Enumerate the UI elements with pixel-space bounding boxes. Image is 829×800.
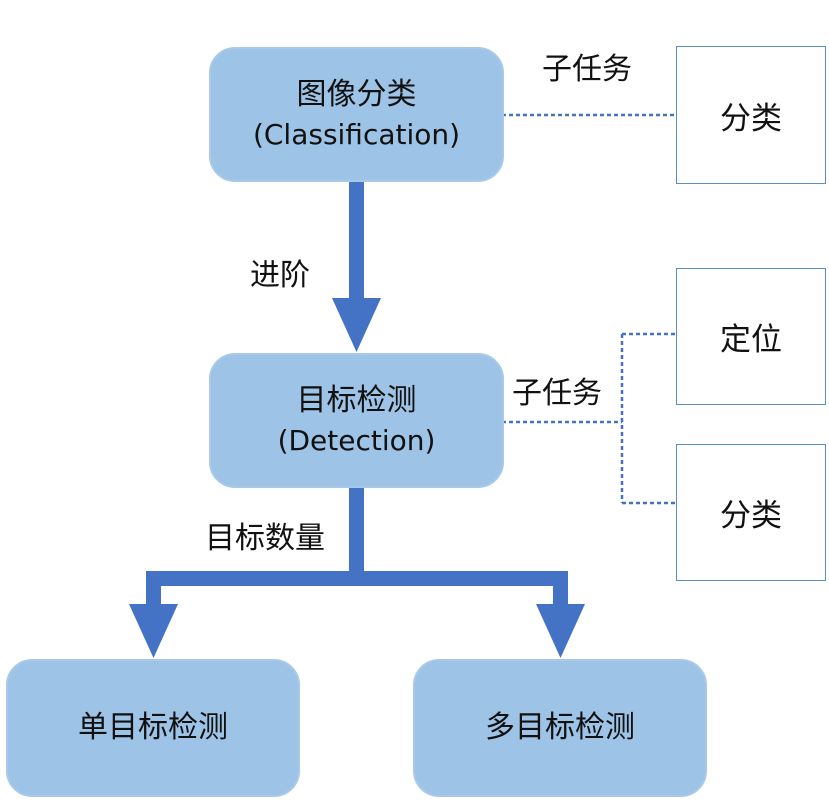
subtask-classify-label: 分类 [720, 100, 782, 137]
subtask-dashed-connectors [502, 113, 676, 505]
multi-object-detection-title: 多目标检测 [485, 709, 635, 745]
subtask-detect-classify-label: 分类 [720, 498, 782, 534]
advance-label: 进阶 [250, 258, 310, 293]
single-object-detection-title: 单目标检测 [78, 709, 228, 745]
subtask-box-detection-classification: 分类 [676, 444, 826, 581]
object-count-label: 目标数量 [205, 521, 325, 556]
detection-subtitle: (Detection) [277, 423, 436, 457]
subtask-label-classification: 子任务 [542, 52, 632, 87]
subtask-box-localization: 定位 [676, 268, 826, 405]
subtask-box-classification: 分类 [676, 46, 826, 184]
single-object-detection-node: 单目标检测 [6, 659, 300, 797]
object-count-branch-arrows [129, 486, 585, 658]
multi-object-detection-node: 多目标检测 [413, 659, 707, 797]
detection-title: 目标检测 [296, 383, 417, 419]
classification-node: 图像分类 (Classification) [209, 47, 504, 182]
detection-node: 目标检测 (Detection) [209, 353, 504, 488]
classification-title: 图像分类 [296, 77, 417, 113]
subtask-label-detection: 子任务 [512, 376, 602, 411]
subtask-localize-label: 定位 [720, 322, 782, 358]
classification-subtitle: (Classification) [252, 117, 461, 151]
advance-arrow [332, 178, 381, 352]
